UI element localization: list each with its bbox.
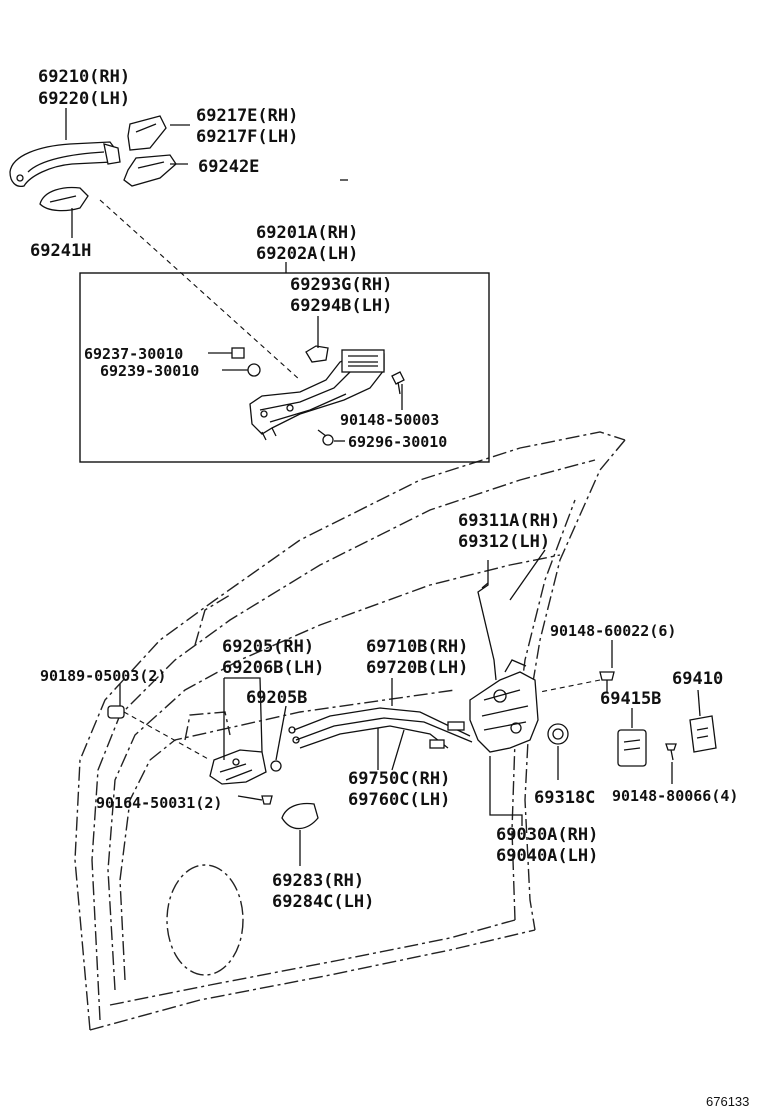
clip-69237	[231, 347, 245, 359]
outside-handle-part	[9, 141, 121, 188]
label-69239: 69239-30010	[100, 362, 199, 380]
clip-90189	[107, 705, 125, 719]
inside-handle-cover-69205b	[270, 760, 282, 772]
label-69210: 69210(RH)	[38, 67, 130, 87]
handle-pad-part	[123, 154, 177, 187]
inside-handle-part	[209, 749, 267, 785]
bezel-69283	[281, 802, 319, 830]
label-69241h: 69241H	[30, 241, 91, 261]
screw-90148-60022	[539, 671, 615, 693]
label-69205: 69205(RH)	[222, 637, 314, 657]
label-69283: 69283(RH)	[272, 871, 364, 891]
door-frame-outline	[74, 431, 626, 1031]
handle-frame-assembly-box	[79, 272, 490, 463]
label-90164: 90164-50031(2)	[96, 794, 222, 812]
door-lock-assembly-part	[469, 659, 539, 753]
label-90148-80066: 90148-80066(4)	[612, 787, 738, 805]
label-69415b: 69415B	[600, 689, 661, 709]
label-69311a: 69311A(RH)	[458, 511, 560, 531]
label-69296: 69296-30010	[348, 433, 447, 451]
label-69293g: 69293G(RH)	[290, 275, 392, 295]
label-69201a: 69201A(RH)	[256, 223, 358, 243]
label-69205b: 69205B	[246, 688, 307, 708]
label-69237: 69237-30010	[84, 345, 183, 363]
label-69760c: 69760C(LH)	[348, 790, 450, 810]
outside-handle-cover-part	[127, 115, 167, 151]
label-69202a: 69202A(LH)	[256, 244, 358, 264]
label-69294b: 69294B(LH)	[290, 296, 392, 316]
handle-gasket-part	[39, 186, 89, 212]
label-69040a: 69040A(LH)	[496, 846, 598, 866]
lock-cover-69318c	[547, 723, 569, 745]
label-69220: 69220(LH)	[38, 89, 130, 109]
label-90148-60022: 90148-60022(6)	[550, 622, 676, 640]
label-69217f: 69217F(LH)	[196, 127, 298, 147]
clip-69239	[247, 363, 261, 377]
striker-69410	[689, 715, 717, 753]
label-90189: 90189-05003(2)	[40, 667, 166, 685]
screw-90164	[261, 795, 273, 805]
label-69284c: 69284C(LH)	[272, 892, 374, 912]
diagram-id: 676133	[706, 1094, 749, 1109]
striker-cover-69415b	[617, 729, 647, 767]
screw-90148-50003	[391, 371, 405, 395]
label-69312: 69312(LH)	[458, 532, 550, 552]
label-69750c: 69750C(RH)	[348, 769, 450, 789]
label-90148-50003: 90148-50003	[340, 411, 439, 429]
label-69318c: 69318C	[534, 788, 595, 808]
leader-lines	[65, 108, 701, 866]
label-69720b: 69720B(LH)	[366, 658, 468, 678]
handle-frame-part	[249, 345, 385, 441]
label-69410: 69410	[672, 669, 723, 689]
screw-90148-80066	[665, 743, 677, 761]
label-69030a: 69030A(RH)	[496, 825, 598, 845]
label-69710b: 69710B(RH)	[366, 637, 468, 657]
label-69242e: 69242E	[198, 157, 259, 177]
seal-69296	[317, 429, 334, 446]
lock-cables-part	[123, 707, 473, 761]
lock-rod-part	[477, 560, 497, 681]
label-69217e: 69217E(RH)	[196, 106, 298, 126]
label-69206b: 69206B(LH)	[222, 658, 324, 678]
